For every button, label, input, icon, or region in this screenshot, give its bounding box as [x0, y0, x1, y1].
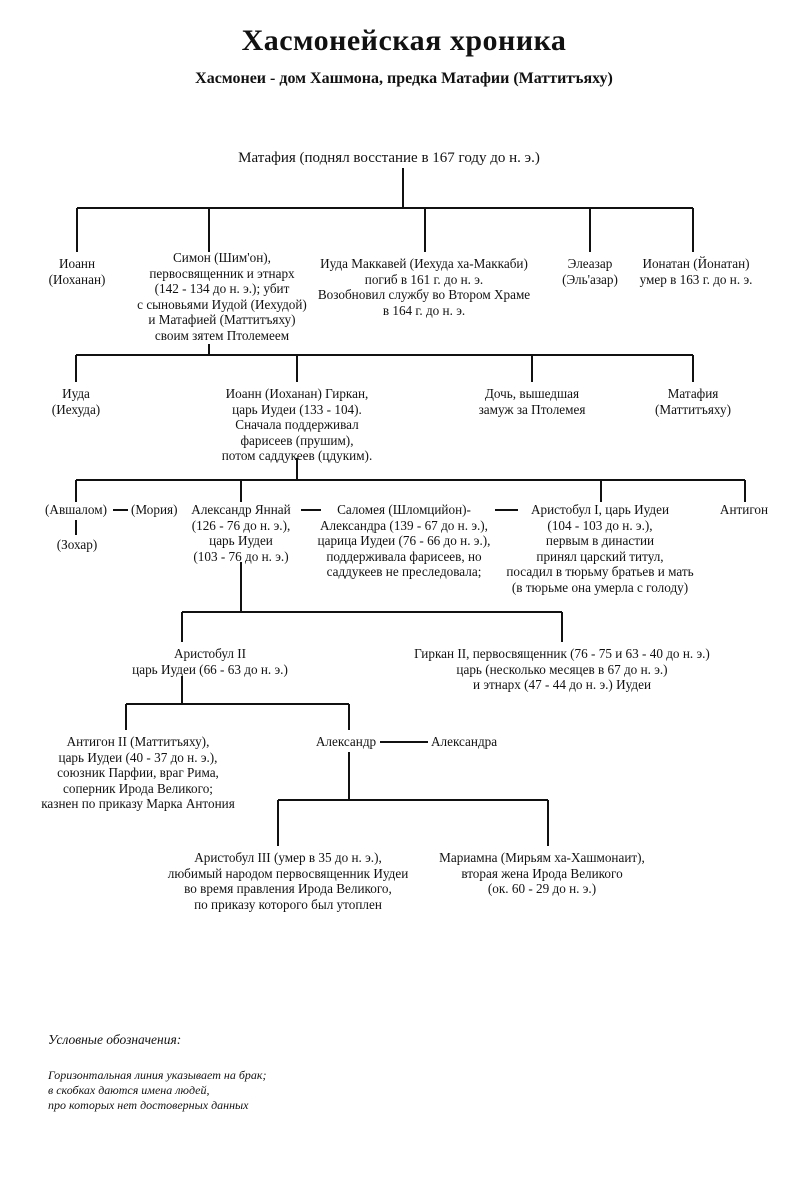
node-line: Аристобул I, царь Иудеи	[530, 502, 670, 517]
node-simon: Симон (Шим'он), первосвященник и этнарх …	[137, 250, 307, 344]
node-antigonus-ii: Антигон II (Маттитъяху), царь Иудеи (40 …	[41, 734, 235, 812]
node-line: царица Иудеи (76 - 66 до н. э.),	[317, 533, 491, 549]
node-line: Ионатан (Йонатан)	[642, 256, 750, 271]
node-line: и Матафией (Маттитъяху)	[148, 312, 296, 328]
node-line: и этнарх (47 - 44 до н. э.) Иудеи	[472, 677, 652, 693]
node-line: союзник Парфии, враг Рима,	[57, 765, 219, 781]
legend-line: Горизонтальная линия указывает на брак;	[48, 1068, 267, 1082]
node-alexandra: Александра	[431, 734, 497, 750]
node-line: Мариамна (Мирьям ха-Хашмонаит),	[439, 850, 645, 865]
node-line: царь Иудеи (40 - 37 до н. э.),	[58, 749, 218, 765]
node-line: (Зохар)	[56, 537, 98, 552]
node-line: Александра (139 - 67 до н. э.),	[320, 517, 488, 533]
node-line: фарисеев (прушим),	[240, 432, 354, 448]
node-eleazar: Элеазар (Эль'азар)	[562, 256, 618, 287]
node-line: (в тюрьме она умерла с голоду)	[511, 579, 689, 595]
node-judah-maccabee: Иуда Маккавей (Иехуда ха-Маккаби) погиб …	[318, 256, 530, 318]
node-matathias: Матафия (поднял восстание в 167 году до …	[238, 149, 540, 167]
legend-line: в скобках даются имена людей,	[48, 1083, 210, 1097]
chart-subtitle: Хасмонеи - дом Хашмона, предка Матафии (…	[195, 70, 613, 87]
node-line: Матафия	[667, 386, 719, 401]
node-line: царь Иудеи (66 - 63 до н. э.)	[132, 661, 288, 677]
node-line: (Авшалом)	[45, 502, 107, 517]
node-line: Александр	[315, 734, 377, 749]
node-line: Аристобул II	[173, 646, 247, 661]
node-avshalom: (Авшалом)	[45, 502, 107, 518]
node-line: казнен по приказу Марка Антония	[41, 796, 235, 812]
node-moria: (Мория)	[131, 502, 178, 518]
node-hyrcanus-ii: Гиркан II, первосвященник (76 - 75 и 63 …	[414, 646, 710, 693]
node-line: во время правления Ирода Великого,	[184, 881, 392, 897]
node-zohar: (Зохар)	[57, 537, 98, 553]
node-line: любимый народом первосвященник Иудеи	[167, 865, 409, 881]
node-line: первосвященник и этнарх	[149, 265, 295, 281]
node-line: саддукеев не преследовала;	[326, 564, 482, 580]
node-line: царь (несколько месяцев в 67 до н. э.)	[456, 661, 668, 677]
node-ioann: Иоанн (Иоханан)	[49, 256, 106, 287]
node-line: (Эль'азар)	[562, 271, 618, 287]
node-line: Аристобул III (умер в 35 до н. э.),	[194, 850, 382, 865]
node-line: с сыновьями Иудой (Иехудой)	[137, 296, 307, 312]
node-line: по приказу которого был утоплен	[194, 896, 382, 912]
node-line: посадил в тюрьму братьев и мать	[506, 564, 694, 580]
node-line: Антигон II (Маттитъяху),	[66, 734, 210, 749]
node-line: соперник Ирода Великого;	[63, 780, 213, 796]
legend-heading: Условные обозначения:	[48, 1032, 182, 1047]
node-line: Антигон	[719, 502, 769, 517]
node-mariamne: Мариамна (Мирьям ха-Хашмонаит), вторая ж…	[439, 850, 645, 897]
chart-title: Хасмонейская хроника	[241, 24, 567, 57]
node-judah-son: Иуда (Иехуда)	[52, 386, 100, 417]
node-line: (126 - 76 до н. э.),	[191, 517, 291, 533]
node-line: Элеазар	[567, 256, 613, 271]
node-aristobulus-iii: Аристобул III (умер в 35 до н. э.), люби…	[168, 850, 409, 912]
node-matathias-son: Матафия (Маттитъяху)	[655, 386, 731, 417]
node-line: первым в династии	[545, 533, 655, 549]
node-aristobulus-ii: Аристобул II царь Иудеи (66 - 63 до н. э…	[132, 646, 288, 677]
node-line: Александр Яннай	[191, 502, 291, 517]
node-line: (Мория)	[131, 502, 178, 517]
node-line: в 164 г. до н. э.	[382, 302, 466, 318]
node-line: (Иехуда)	[51, 401, 101, 417]
node-alexander-yannai: Александр Яннай (126 - 76 до н. э.), цар…	[191, 502, 290, 564]
legend-text: Горизонтальная линия указывает на брак; …	[48, 1068, 267, 1113]
node-line: принял царский титул,	[536, 548, 664, 564]
node-line: Иоанн (Иоханан) Гиркан,	[225, 386, 369, 401]
node-line: царь Иудеи	[209, 533, 273, 549]
node-line: замуж за Птолемея	[478, 401, 586, 417]
node-line: царь Иудеи (133 - 104).	[232, 401, 362, 417]
node-line: Матафия (поднял восстание в 167 году до …	[238, 150, 540, 166]
node-alexander: Александр	[316, 734, 376, 750]
node-jonathan: Ионатан (Йонатан) умер в 163 г. до н. э.	[640, 256, 753, 287]
node-line: Саломея (Шломцийон)-	[337, 502, 471, 517]
node-line: Иуда Маккавей (Иехуда ха-Маккаби)	[320, 256, 528, 271]
node-line: Иоанн	[58, 256, 96, 271]
node-line: поддерживала фарисеев, но	[326, 548, 482, 564]
node-line: (Маттитъяху)	[655, 401, 731, 417]
node-line: Симон (Шим'он),	[173, 250, 271, 265]
node-line: погиб в 161 г. до н. э.	[364, 271, 484, 287]
node-line: (Иоханан)	[48, 271, 106, 287]
node-line: Сначала поддерживал	[235, 417, 359, 433]
node-line: вторая жена Ирода Великого	[461, 865, 623, 881]
node-line: умер в 163 г. до н. э.	[639, 271, 753, 287]
node-line: (104 - 103 до н. э.),	[547, 517, 653, 533]
node-line: Александра	[431, 734, 498, 749]
node-aristobulus-i: Аристобул I, царь Иудеи (104 - 103 до н.…	[506, 502, 693, 596]
node-line: Иуда	[62, 386, 90, 401]
node-line: своим зятем Птолемеем	[154, 327, 290, 343]
node-line: потом саддукеев (цдуким).	[221, 448, 373, 464]
node-line: (142 - 134 до н. э.); убит	[154, 281, 290, 297]
legend-line: про которых нет достоверных данных	[48, 1098, 249, 1112]
node-line: (103 - 76 до н. э.)	[193, 548, 289, 564]
node-line: Дочь, вышедшая	[484, 386, 580, 401]
node-line: Возобновил службу во Втором Храме	[317, 287, 531, 303]
node-line: Гиркан II, первосвященник (76 - 75 и 63 …	[414, 646, 710, 661]
node-salome-alexandra: Саломея (Шломцийон)- Александра (139 - 6…	[318, 502, 491, 580]
node-john-hyrcanus: Иоанн (Иоханан) Гиркан, царь Иудеи (133 …	[222, 386, 373, 464]
node-daughter: Дочь, вышедшая замуж за Птолемея	[479, 386, 586, 417]
node-antigonus: Антигон	[720, 502, 768, 518]
node-line: (ок. 60 - 29 до н. э.)	[487, 881, 597, 897]
